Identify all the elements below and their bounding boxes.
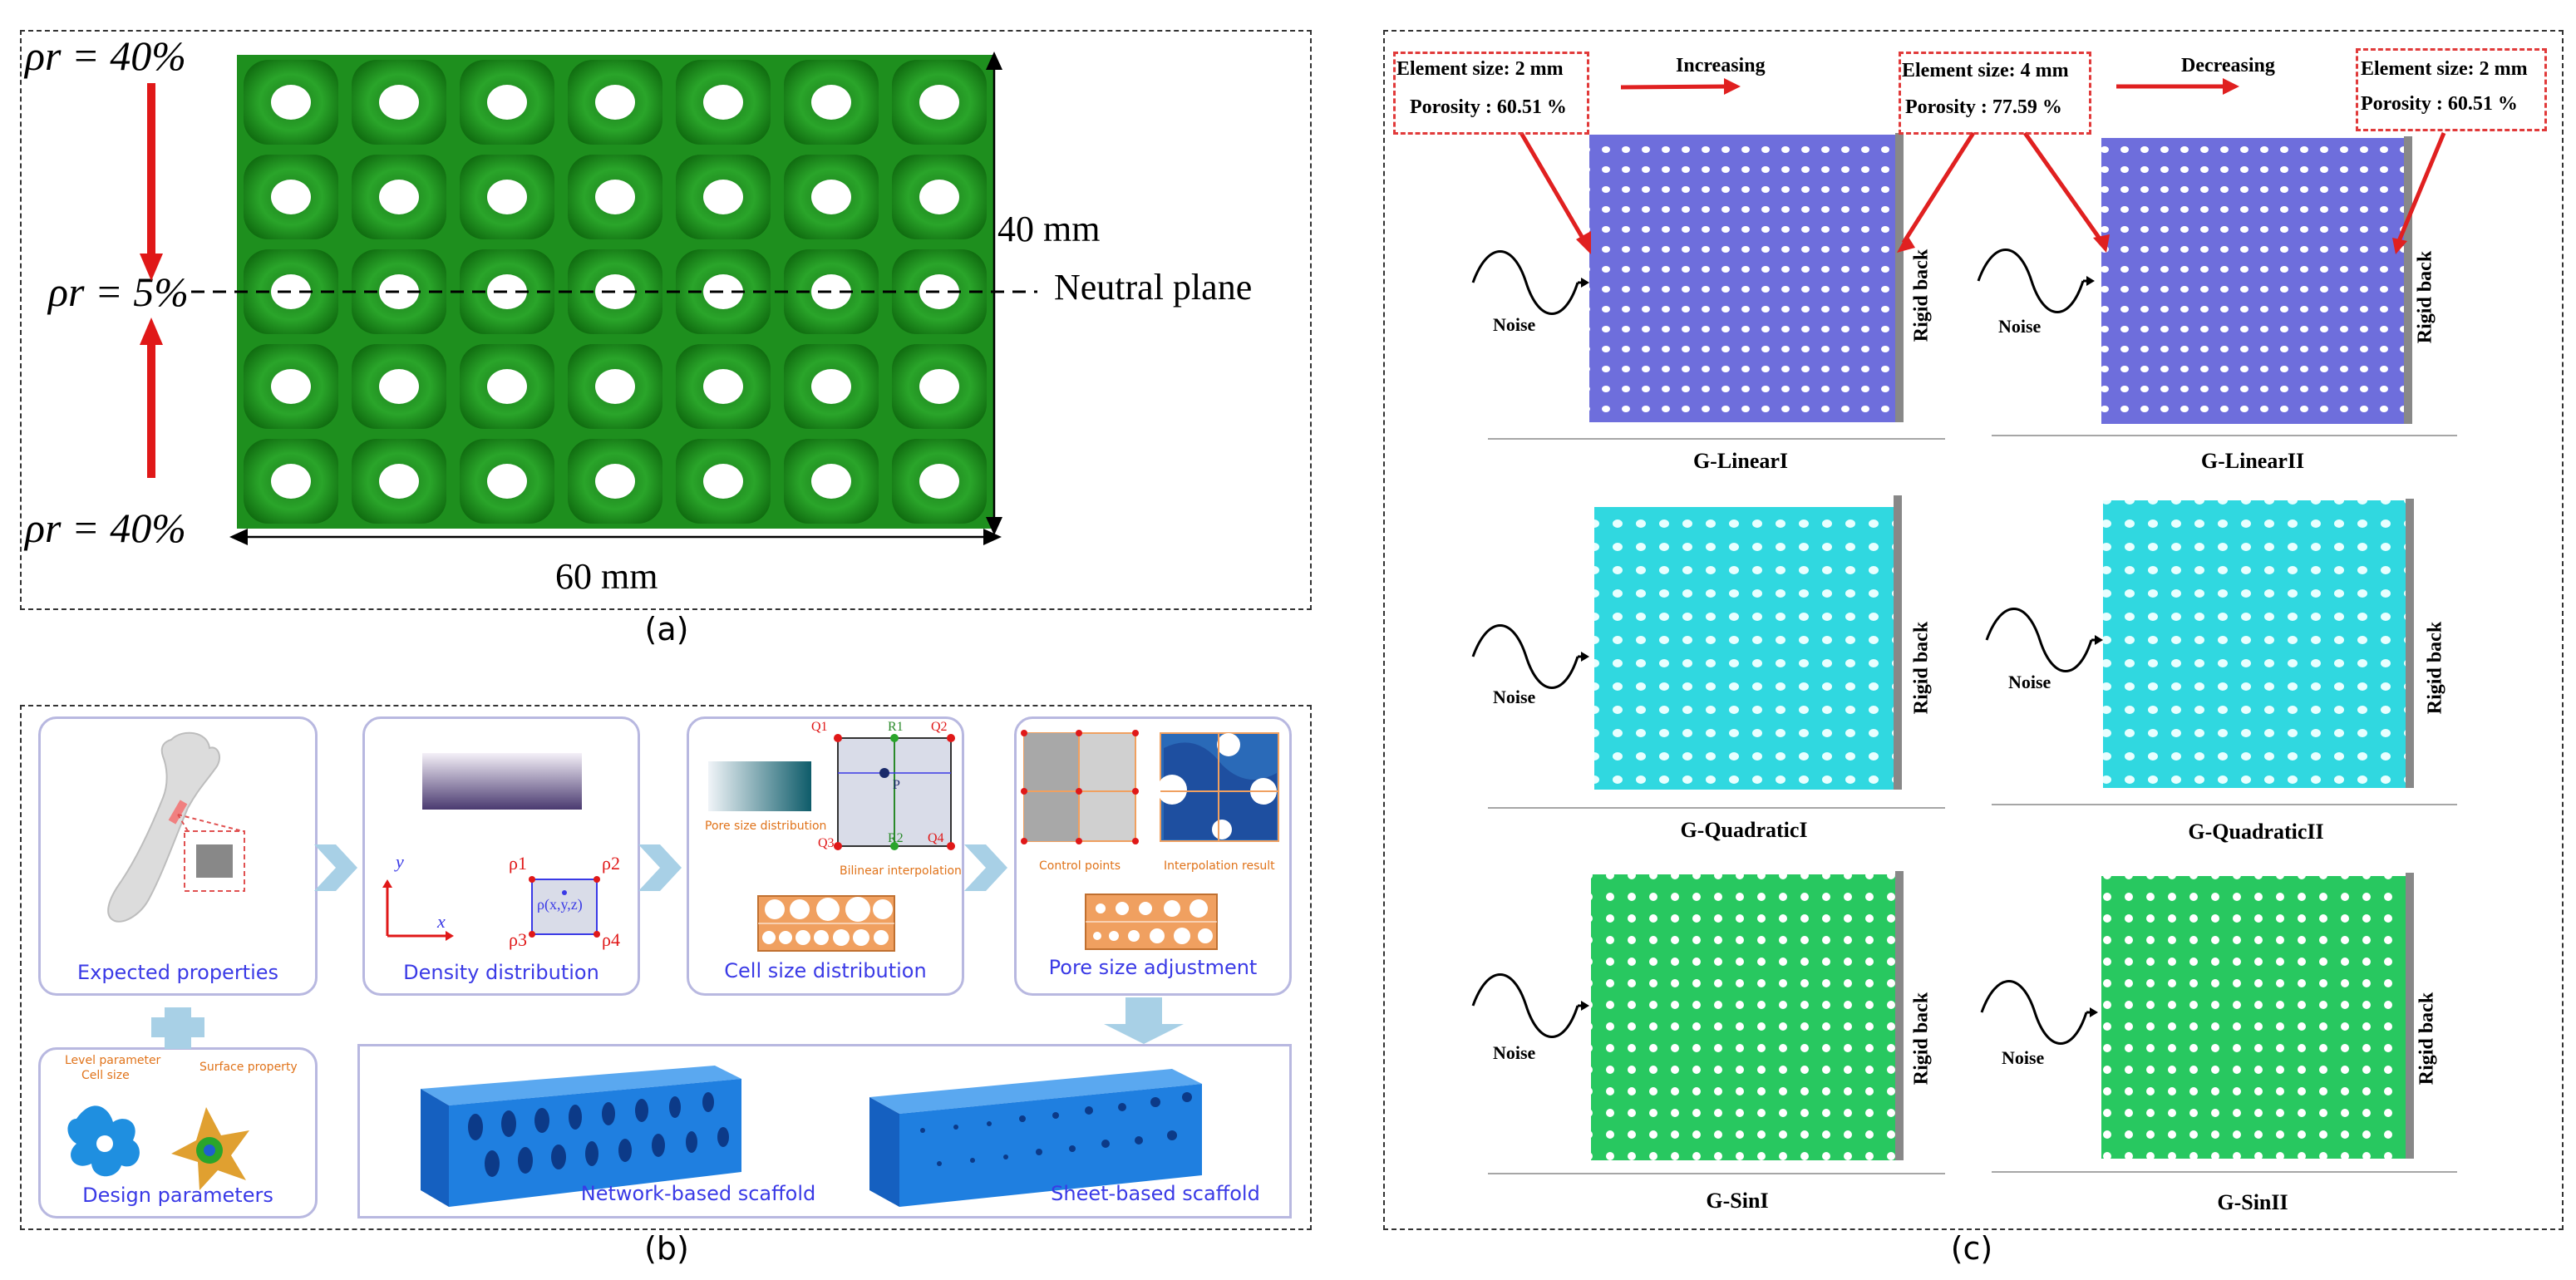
info-box-left [1393, 52, 1589, 135]
q3-label: Q3 [818, 836, 835, 850]
expected-properties-label: Expected properties [76, 961, 279, 984]
axis-y-label: y [396, 851, 404, 872]
p-label: P [893, 778, 900, 792]
panel-c-frame [1383, 30, 2564, 1230]
porosity-left: Porosity : 60.51 % [1410, 96, 1567, 118]
noise-label-2: Noise [1998, 316, 2042, 337]
element-size-right: Element size: 2 mm [2361, 58, 2528, 80]
rigid-back-6: Rigid back [2416, 992, 2438, 1086]
rho4-label: ρ4 [602, 929, 620, 950]
pore-size-distribution-label: Pore size distribution [705, 820, 827, 833]
rigid-back-2: Rigid back [2414, 250, 2436, 344]
decreasing-label: Decreasing [2181, 55, 2275, 76]
label-g-quadratic-1: G-QuadraticI [1680, 818, 1808, 842]
rho-xyz-label: ρ(x,y,z) [537, 896, 583, 913]
noise-label-4: Noise [2008, 672, 2051, 692]
rigid-back-5: Rigid back [1910, 992, 1933, 1086]
label-g-quadratic-2: G-QuadraticII [2188, 820, 2324, 844]
noise-label-5: Noise [1493, 1042, 1536, 1063]
density-distribution-label: Density distribution [403, 961, 599, 984]
q1-label: Q1 [811, 720, 828, 734]
porosity-right: Porosity : 60.51 % [2361, 93, 2518, 115]
rho1-label: ρ1 [509, 853, 527, 874]
label-g-linear-1: G-LinearI [1692, 449, 1789, 473]
r2-label: R2 [888, 831, 904, 845]
interpolation-result-label: Interpolation result [1164, 859, 1275, 873]
axis-x-label: x [437, 911, 446, 932]
step-box-expected [38, 716, 318, 996]
width-label: 60 mm [555, 556, 658, 597]
control-points-label: Control points [1039, 859, 1121, 873]
design-parameters-label: Design parameters [82, 1184, 273, 1207]
noise-label-1: Noise [1493, 314, 1536, 335]
q4-label: Q4 [928, 831, 944, 845]
rigid-back-4: Rigid back [2424, 621, 2446, 715]
label-g-sin-2: G-SinII [2217, 1190, 2288, 1214]
increasing-label: Increasing [1676, 55, 1766, 76]
bilinear-interpolation-label: Bilinear interpolation [840, 864, 962, 878]
neutral-plane-label: Neutral plane [1054, 267, 1253, 308]
cell-size-small-label: Cell size [81, 1069, 130, 1082]
height-label: 40 mm [997, 209, 1101, 249]
noise-label-6: Noise [2002, 1047, 2045, 1068]
label-g-sin-1: G-SinI [1706, 1189, 1769, 1213]
caption-a: (a) [644, 611, 689, 647]
caption-c: (c) [1950, 1230, 1993, 1267]
porosity-middle: Porosity : 77.59 % [1905, 96, 2062, 118]
q2-label: Q2 [931, 720, 948, 734]
sheet-scaffold-label: Sheet-based scaffold [1051, 1182, 1260, 1205]
rho3-label: ρ3 [509, 929, 527, 950]
surface-property-label: Surface property [199, 1061, 298, 1074]
network-scaffold-label: Network-based scaffold [580, 1182, 816, 1205]
rho2-label: ρ2 [602, 853, 620, 874]
cell-size-distribution-label: Cell size distribution [724, 959, 927, 982]
rigid-back-3: Rigid back [1910, 621, 1933, 715]
caption-b: (b) [644, 1230, 689, 1267]
element-size-middle: Element size: 4 mm [1902, 60, 2069, 81]
label-g-linear-2: G-LinearII [2200, 449, 2305, 473]
panel-a-frame [20, 30, 1312, 610]
info-box-right [2356, 48, 2547, 131]
r1-label: R1 [888, 720, 904, 734]
rho-mid-label: ρr = 5% [48, 268, 189, 315]
panel-b-frame [20, 705, 1312, 1230]
rigid-back-1: Rigid back [1910, 249, 1933, 342]
rho-top-label: ρr = 40% [25, 32, 186, 79]
info-box-middle [1899, 52, 2091, 135]
element-size-left: Element size: 2 mm [1396, 58, 1564, 80]
pore-size-adjustment-label: Pore size adjustment [1048, 956, 1258, 979]
noise-label-3: Noise [1493, 687, 1536, 707]
level-parameter-label: Level parameter [65, 1054, 161, 1067]
rho-bottom-label: ρr = 40% [25, 505, 186, 551]
